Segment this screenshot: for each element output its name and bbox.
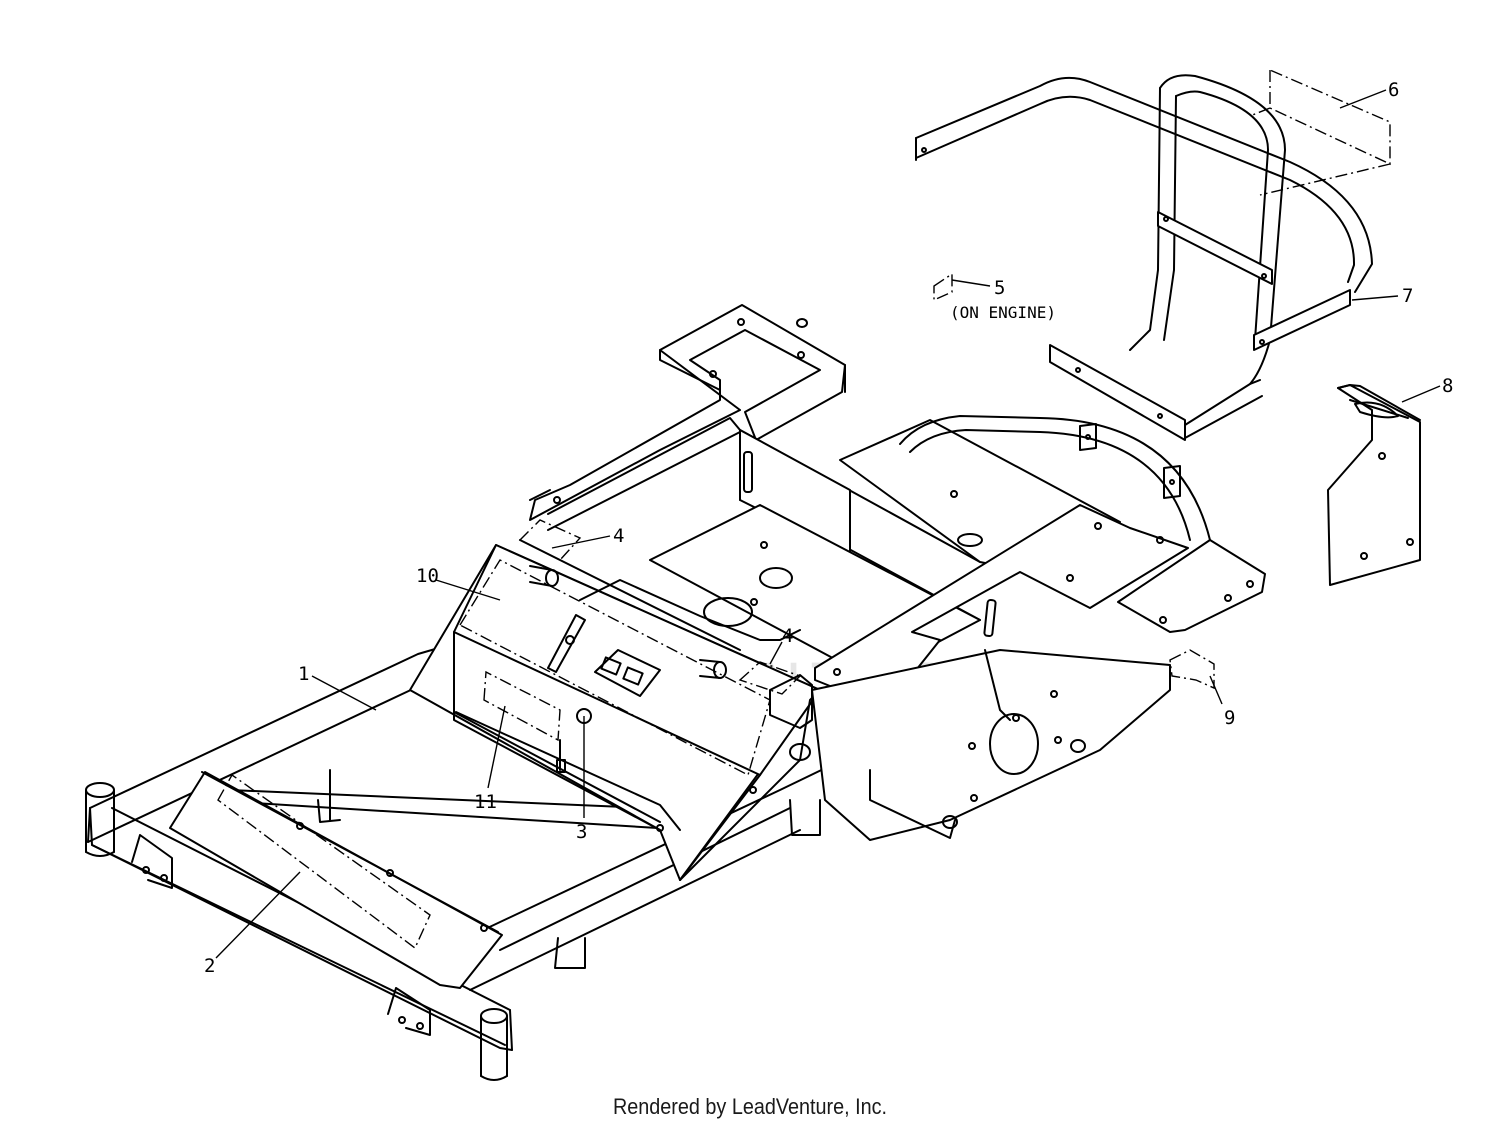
callout-4-lower: 4: [782, 625, 793, 647]
callout-9: 9: [1224, 707, 1235, 729]
decal-9: [1169, 649, 1215, 690]
rear-shield: [1327, 384, 1421, 586]
callout-5-note: (ON ENGINE): [950, 303, 1056, 322]
decal-6: [1269, 68, 1391, 166]
roll-bar: [915, 74, 1373, 441]
decal-5: [933, 272, 953, 302]
decal-2: [217, 773, 431, 950]
callout-1: 1: [298, 663, 309, 685]
decal-6-edge: [1249, 107, 1271, 117]
callout-10: 10: [416, 565, 439, 587]
callout-5: 5: [994, 277, 1005, 299]
render-credit: Rendered by LeadVenture, Inc.: [612, 1094, 888, 1119]
callout-11: 11: [474, 791, 497, 813]
callout-7: 7: [1402, 285, 1413, 307]
decal-4-upper: [518, 519, 582, 561]
callout-8: 8: [1442, 375, 1453, 397]
decal-10: [459, 559, 771, 777]
callout-leaders: [215, 89, 1441, 959]
callout-3: 3: [576, 821, 587, 843]
callout-4-upper: 4: [613, 525, 624, 547]
callout-2: 2: [204, 955, 215, 977]
callout-6: 6: [1388, 79, 1399, 101]
decal-6-edge2: [1259, 163, 1391, 196]
decal-11: [483, 670, 561, 742]
main-frame: [85, 304, 1266, 1081]
decal-4-lower: [738, 661, 802, 695]
